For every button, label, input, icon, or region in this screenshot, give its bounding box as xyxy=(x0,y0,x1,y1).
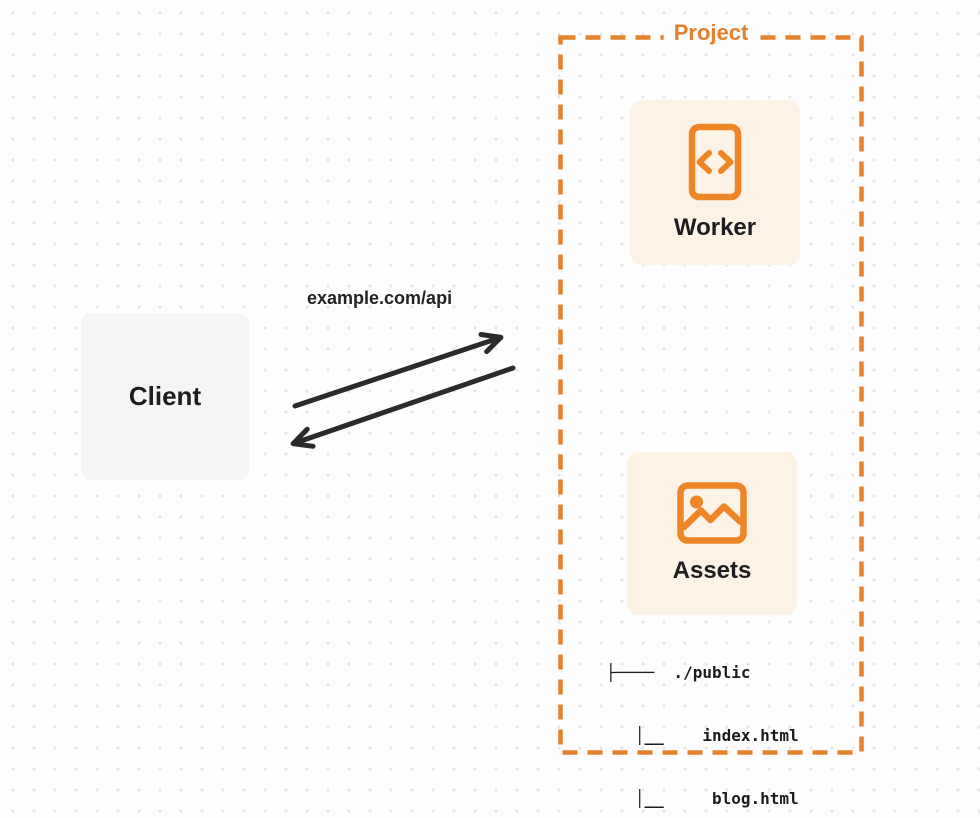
client-label: Client xyxy=(128,381,202,411)
assets-node: Assets xyxy=(627,452,797,615)
project-label: Project xyxy=(663,20,759,46)
file-tree-line: │__ index.html xyxy=(606,726,799,745)
client-node: Client xyxy=(81,313,249,480)
assets-label: Assets xyxy=(672,557,752,584)
worker-label: Worker xyxy=(673,214,757,241)
request-arrow xyxy=(292,332,504,409)
file-tree-line: ├──── ./public xyxy=(606,663,751,682)
response-arrow xyxy=(290,365,516,449)
assets-file-tree: ├──── ./public │__ index.html │__ blog.h… xyxy=(606,620,799,818)
request-response-arrows xyxy=(290,332,516,449)
file-tree-line: │__ blog.html xyxy=(606,789,799,808)
request-url-label: example.com/api xyxy=(307,288,453,308)
code-document-icon xyxy=(688,123,742,201)
worker-node: Worker xyxy=(630,100,800,265)
image-icon xyxy=(677,482,747,544)
project-boundary: Project Worker Assets ├──── ./public │__… xyxy=(558,20,864,808)
